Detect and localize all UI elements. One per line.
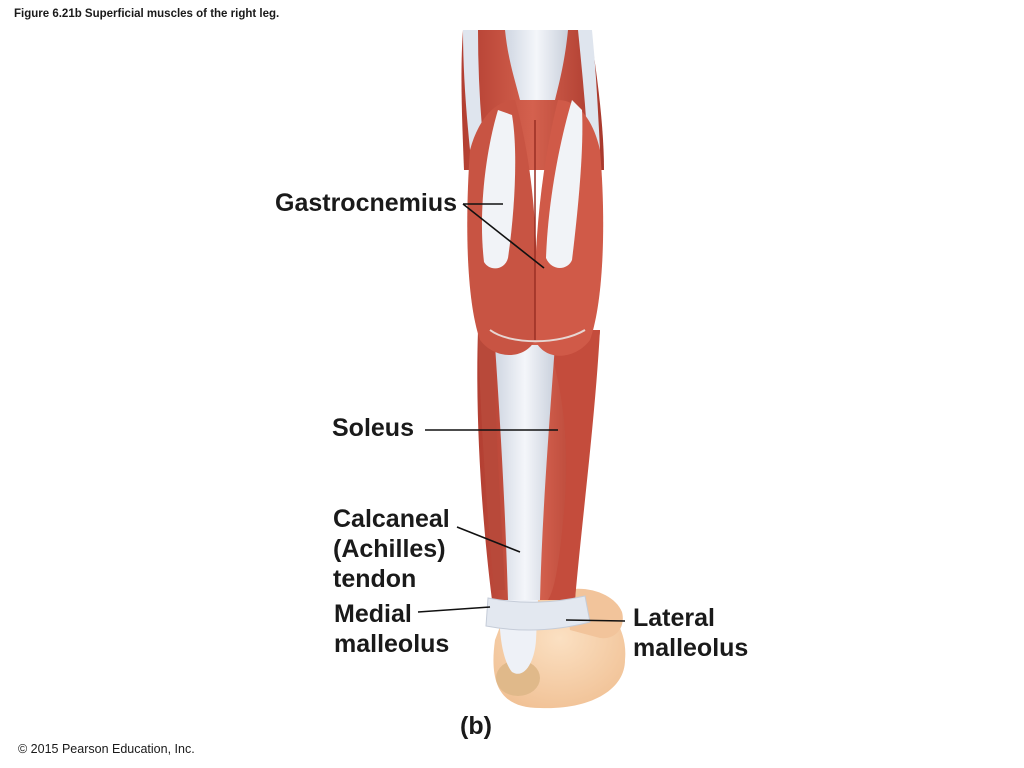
medial-malleolus-leader xyxy=(417,606,491,613)
panel-letter: (b) xyxy=(460,712,492,740)
leader-lines xyxy=(417,203,626,622)
label-medial-line2: malleolus xyxy=(334,630,450,658)
copyright-notice: © 2015 Pearson Education, Inc. xyxy=(18,742,195,756)
gastrocnemius-leader-2 xyxy=(462,203,545,269)
soleus-muscle xyxy=(545,330,600,600)
soleus-muscle-medial xyxy=(478,330,505,590)
lateral-malleolus-leader xyxy=(565,619,626,622)
label-lateral-line2: malleolus xyxy=(633,634,749,662)
ankle-band xyxy=(485,595,591,631)
popliteal-tendons xyxy=(505,30,568,100)
gastrocnemius-medial-aponeurosis xyxy=(481,110,516,269)
calcaneal-leader xyxy=(456,526,521,553)
calcaneal-tendon xyxy=(495,345,555,600)
label-medial-line1: Medial xyxy=(334,600,412,628)
lateral-thigh-tendon xyxy=(578,30,600,150)
label-lateral-line1: Lateral xyxy=(633,604,715,632)
label-calcaneal-line1: Calcaneal xyxy=(333,505,450,533)
gastrocnemius-lateral-aponeurosis xyxy=(546,100,583,268)
heel-pad xyxy=(496,660,540,696)
gastro-seam xyxy=(489,329,586,343)
label-soleus: Soleus xyxy=(332,414,414,442)
label-calcaneal-line2: (Achilles) xyxy=(333,535,446,563)
label-gastrocnemius: Gastrocnemius xyxy=(275,189,458,217)
figure-caption: Figure 6.21b Superficial muscles of the … xyxy=(14,8,280,20)
label-calcaneal-line3: tendon xyxy=(333,565,417,593)
medial-thigh-tendon xyxy=(463,30,484,150)
